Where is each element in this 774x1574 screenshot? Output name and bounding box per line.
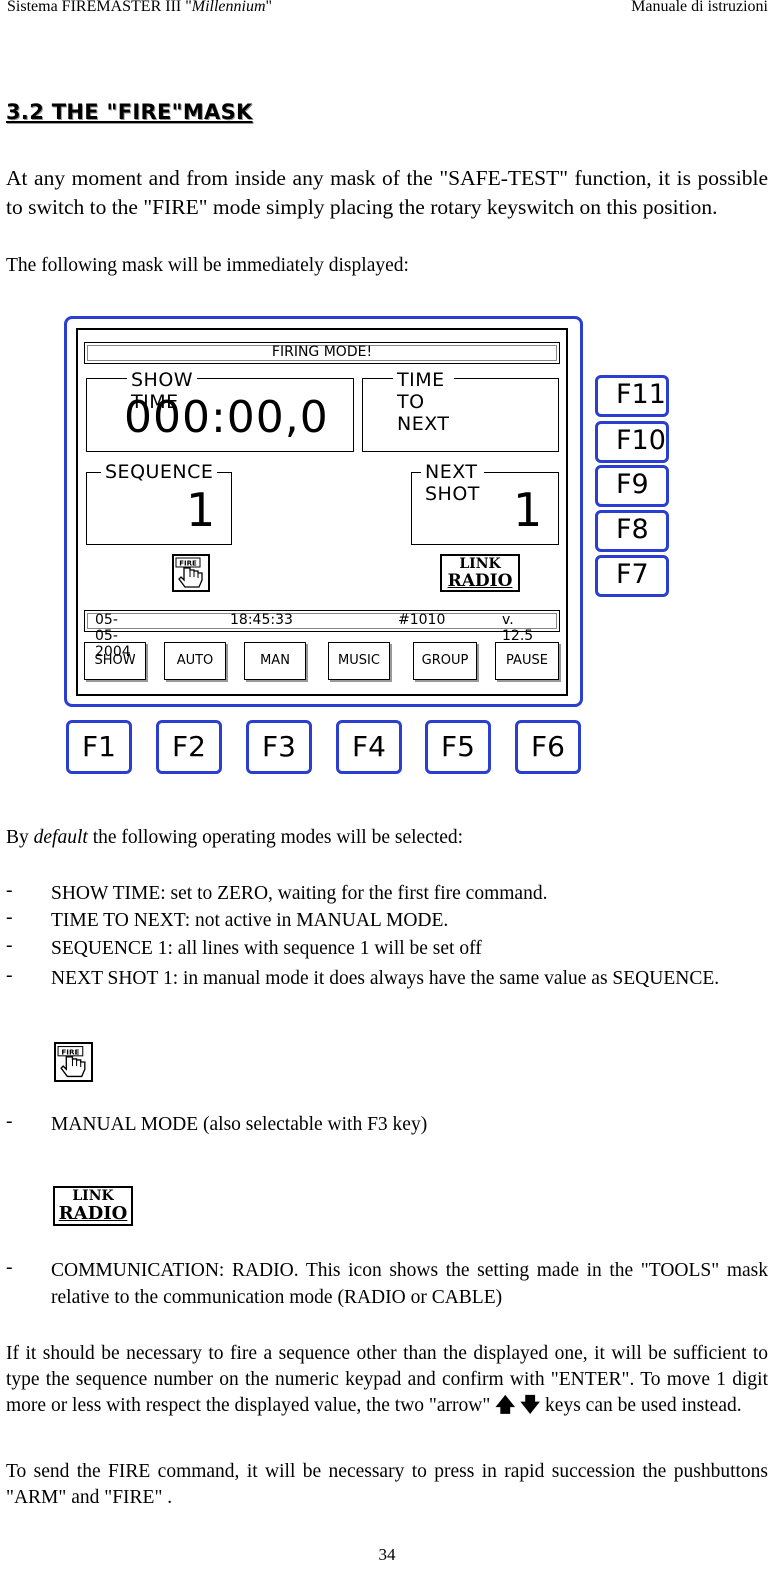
svg-text:FIRE: FIRE	[61, 1047, 79, 1056]
bullet-dash: -	[6, 935, 13, 956]
link-radio-icon-bottom: RADIO	[58, 1203, 128, 1224]
default-item-time-to-next: TIME TO NEXT: not active in MANUAL MODE.	[51, 910, 449, 931]
next-shot-value: 1	[513, 483, 543, 537]
softkey-show[interactable]: SHOW	[84, 642, 146, 680]
fkey-f4[interactable]: F4	[336, 720, 402, 774]
time-to-next-box	[362, 378, 559, 452]
time-to-next-label: TIME TO NEXT	[393, 369, 454, 435]
status-id: #1010	[398, 612, 446, 628]
show-time-value: 000:00,0	[124, 392, 329, 443]
bullet-dash: -	[6, 1111, 13, 1132]
link-radio-icon: LINK RADIO	[440, 554, 520, 592]
page-number: 34	[378, 1545, 396, 1564]
fkey-f3[interactable]: F3	[246, 720, 312, 774]
bullet-dash: -	[6, 880, 13, 901]
fkey-f6[interactable]: F6	[515, 720, 581, 774]
softkey-man[interactable]: MAN	[244, 642, 306, 680]
lcd-frame	[64, 316, 583, 707]
default-item-show-time: SHOW TIME: set to ZERO, waiting for the …	[51, 883, 548, 904]
screen-title-bar	[84, 342, 560, 364]
defaults-lead: By default the following operating modes…	[6, 827, 464, 848]
lcd-screen	[76, 328, 568, 696]
screen-title: FIRING MODE!	[271, 344, 373, 360]
softkey-auto[interactable]: AUTO	[164, 642, 226, 680]
sequence-label: SEQUENCE	[101, 461, 218, 483]
fkey-f11[interactable]: F11	[595, 375, 669, 417]
show-time-label: SHOW TIME	[127, 369, 198, 413]
manual-mode-fire-icon: FIRE	[54, 1042, 93, 1082]
bullet-dash: -	[6, 1257, 13, 1278]
fkey-f5[interactable]: F5	[425, 720, 491, 774]
status-bar	[84, 610, 560, 632]
link-radio-icon-bottom: RADIO	[447, 571, 513, 591]
fkey-f7[interactable]: F7	[595, 555, 669, 597]
status-version: v. 12.5	[502, 612, 534, 644]
communication-text: COMMUNICATION: RADIO. This icon shows th…	[51, 1260, 768, 1308]
fkey-f2[interactable]: F2	[156, 720, 222, 774]
default-item-sequence: SEQUENCE 1: all lines with sequence 1 wi…	[51, 938, 482, 959]
section-title: 3.2 THE "FIRE"MASK	[6, 100, 253, 124]
closing-paragraph-1: If it should be necessary to fire a sequ…	[6, 1343, 768, 1416]
closing-paragraph-2: To send the FIRE command, it will be nec…	[6, 1461, 768, 1508]
bullet-dash: -	[6, 907, 13, 928]
arrow-down-icon: 🡇	[520, 1395, 541, 1416]
next-shot-label: NEXT SHOT	[421, 461, 484, 505]
softkey-pause[interactable]: PAUSE	[495, 642, 559, 680]
fire-hand-icon: FIRE	[172, 554, 210, 592]
default-item-next-shot: NEXT SHOT 1: in manual mode it does alwa…	[51, 968, 720, 989]
fkey-f9[interactable]: F9	[595, 465, 669, 507]
intro-paragraph-2: The following mask will be immediately d…	[6, 255, 409, 276]
communication-link-radio-icon: LINK RADIO	[53, 1186, 133, 1226]
running-header-left: Sistema FIREMASTER III "Millennium"	[7, 0, 273, 15]
status-time: 18:45:33	[230, 612, 293, 628]
running-header-right: Manuale di istruzioni	[631, 0, 768, 15]
link-radio-icon-top: LINK	[72, 1188, 114, 1204]
intro-paragraph: At any moment and from inside any mask o…	[6, 166, 768, 219]
arrow-up-icon: 🡅	[495, 1395, 516, 1416]
svg-text:FIRE: FIRE	[179, 560, 197, 568]
bullet-dash: -	[6, 965, 13, 986]
link-radio-icon-top: LINK	[459, 556, 501, 572]
softkey-group[interactable]: GROUP	[413, 642, 477, 680]
fkey-f10[interactable]: F10	[595, 421, 669, 463]
fkey-f8[interactable]: F8	[595, 510, 669, 552]
softkey-music[interactable]: MUSIC	[328, 642, 390, 680]
sequence-value: 1	[186, 483, 216, 537]
manual-mode-text: MANUAL MODE (also selectable with F3 key…	[51, 1114, 428, 1135]
status-date: 05-05-2004	[95, 612, 131, 660]
fkey-f1[interactable]: F1	[66, 720, 132, 774]
